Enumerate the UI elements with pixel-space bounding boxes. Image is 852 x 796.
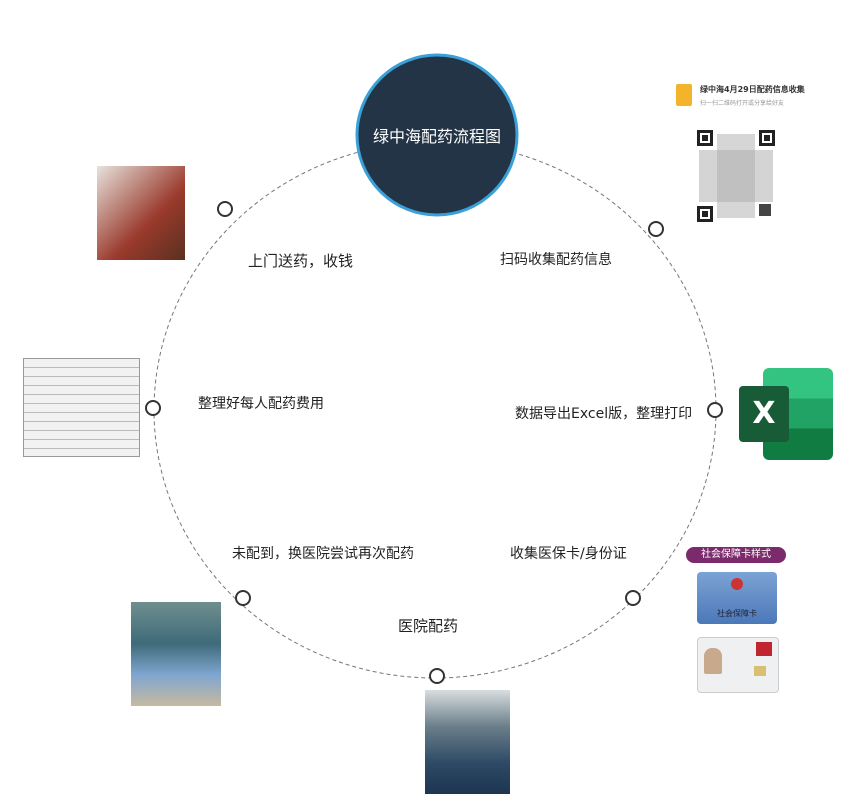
- qr-form-title: 绿中海4月29日配药信息收集: [700, 85, 805, 94]
- photo-hospital-entrance: [131, 602, 221, 706]
- step-label: 整理好每人配药费用: [198, 396, 324, 412]
- step-label: 收集医保卡/身份证: [510, 546, 627, 562]
- step-label: 扫码收集配药信息: [500, 252, 612, 268]
- social-security-card: 社会保障卡: [697, 572, 777, 624]
- photo-hospital-pharmacy: [425, 690, 510, 794]
- node-export: [707, 402, 723, 418]
- excel-icon: X: [739, 368, 833, 460]
- step-label: 上门送药，收钱: [248, 252, 354, 270]
- form-icon: [676, 84, 692, 106]
- step-label: 医院配药: [398, 617, 459, 635]
- id-card-sample: [697, 637, 779, 693]
- node-hospital: [429, 668, 445, 684]
- photo-delivery: [97, 166, 185, 260]
- node-retry: [235, 590, 251, 606]
- node-collect-card: [625, 590, 641, 606]
- node-scan: [648, 221, 664, 237]
- node-deliver: [217, 201, 233, 217]
- qr-form-subtitle: 扫一扫二维码打开或分享给好友: [700, 100, 785, 107]
- step-label: 未配到，换医院尝试再次配药: [232, 546, 414, 562]
- qr-code-icon: [697, 130, 775, 222]
- card-sample-title: 社会保障卡样式: [686, 547, 786, 563]
- diagram-title: 绿中海配药流程图: [372, 127, 501, 146]
- center-node: [355, 53, 519, 217]
- node-fee: [145, 400, 161, 416]
- photo-fee-sheet: [23, 358, 140, 457]
- step-label: 数据导出Excel版，整理打印: [515, 406, 693, 422]
